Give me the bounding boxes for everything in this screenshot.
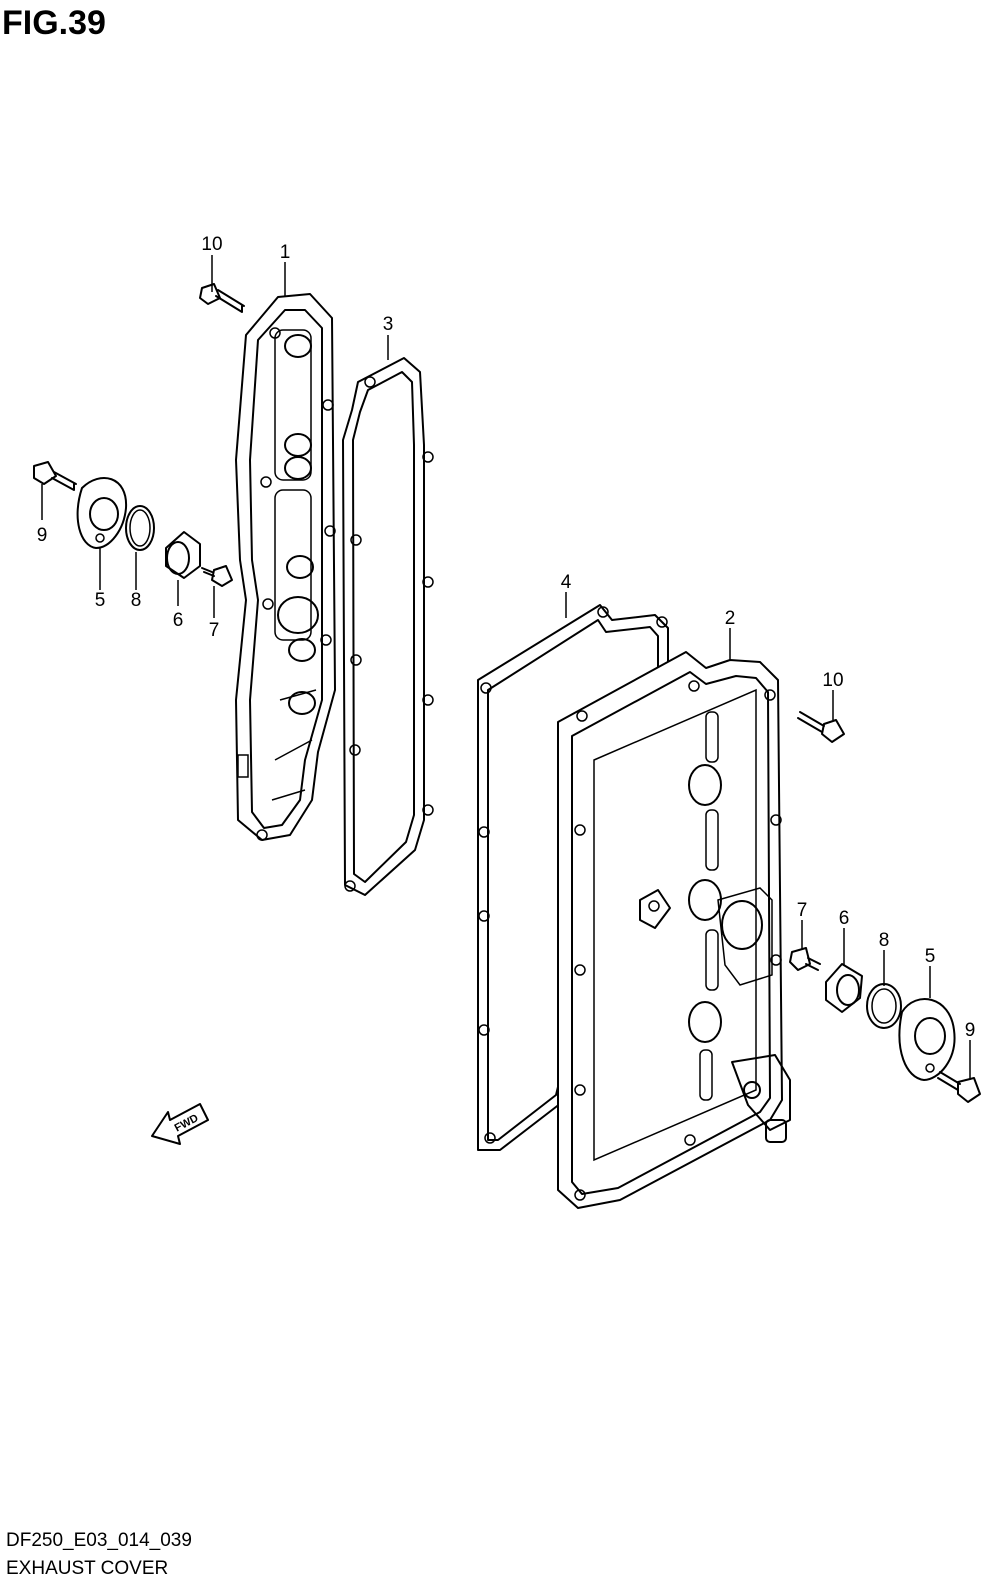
- figure-name: EXHAUST COVER: [6, 1558, 169, 1579]
- callout-3: 3: [383, 314, 394, 335]
- callout-5: 5: [925, 946, 936, 967]
- part-7-bolt-left[interactable]: [201, 565, 233, 587]
- part-2-exhaust-cover[interactable]: [557, 651, 791, 1209]
- callout-7: 7: [797, 900, 808, 921]
- part-1-exhaust-cover[interactable]: [235, 293, 336, 841]
- callout-5: 5: [95, 590, 106, 611]
- leader-lines: [41, 255, 971, 1080]
- callout-6: 6: [173, 610, 184, 631]
- part-5-cap-left[interactable]: [76, 477, 128, 549]
- fwd-arrow-icon: FWD: [151, 1103, 209, 1145]
- callout-8: 8: [131, 590, 142, 611]
- part-6-collar-right[interactable]: [825, 963, 863, 1013]
- part-10-bolt-left[interactable]: [199, 283, 245, 313]
- part-5-cap-right[interactable]: [898, 998, 956, 1081]
- part-10-bolt-right[interactable]: [797, 711, 845, 743]
- callout-4: 4: [561, 572, 572, 593]
- callout-6: 6: [839, 908, 850, 929]
- part-4-gasket[interactable]: [477, 604, 669, 1151]
- part-6-collar-left[interactable]: [165, 531, 201, 579]
- figure-code: DF250_E03_014_039: [6, 1530, 192, 1551]
- callout-10: 10: [201, 234, 222, 255]
- part-9-bolt-left[interactable]: [33, 461, 77, 491]
- part-8-o-ring-left[interactable]: [125, 505, 155, 551]
- part-8-o-ring-right[interactable]: [866, 983, 902, 1029]
- part-9-bolt-right[interactable]: [937, 1071, 981, 1103]
- callout-2: 2: [725, 608, 736, 629]
- part-3-gasket[interactable]: [342, 357, 434, 896]
- callout-8: 8: [879, 930, 890, 951]
- callout-1: 1: [280, 242, 291, 263]
- callout-9: 9: [965, 1020, 976, 1041]
- callout-10: 10: [822, 670, 843, 691]
- callout-7: 7: [209, 620, 220, 641]
- part-7-bolt-right[interactable]: [789, 947, 821, 971]
- callout-9: 9: [37, 525, 48, 546]
- figure-title: FIG.39: [2, 4, 106, 42]
